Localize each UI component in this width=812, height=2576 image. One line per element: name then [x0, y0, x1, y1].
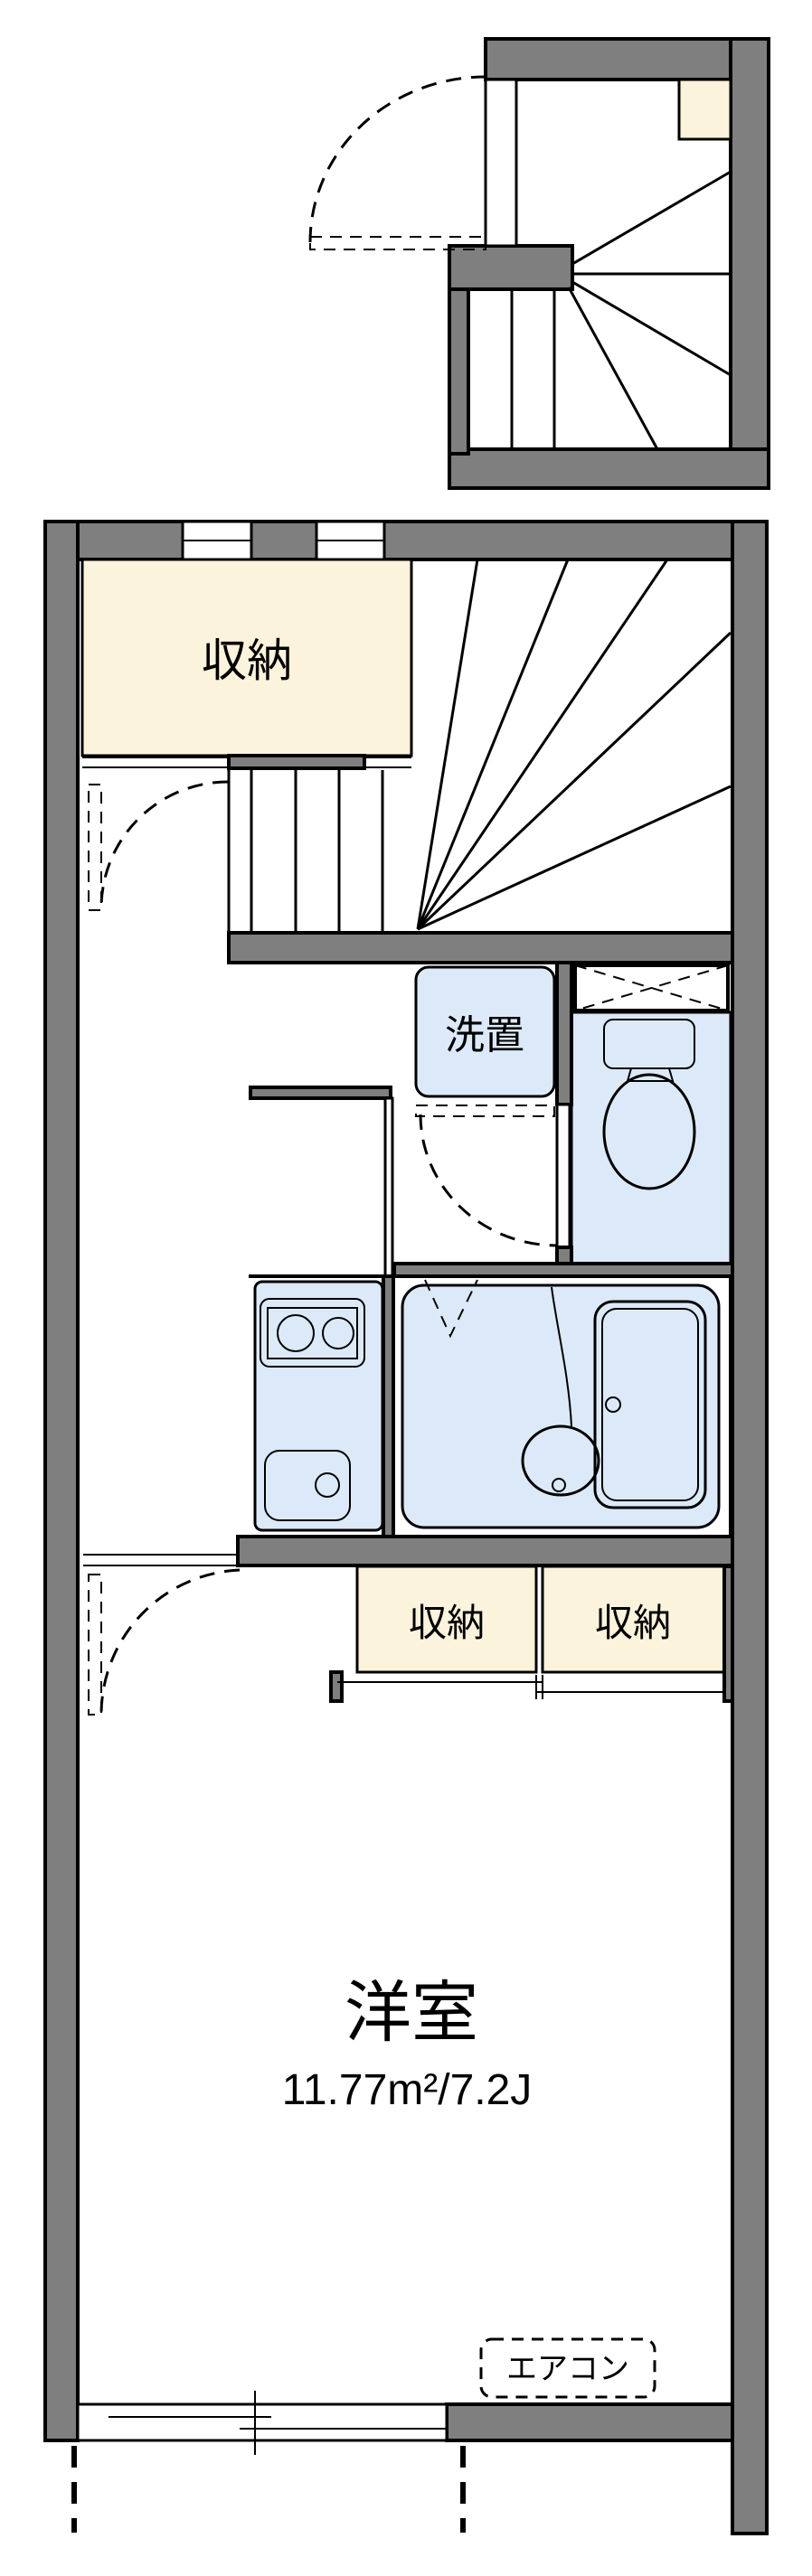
wall-top-main	[43, 520, 769, 561]
closet-sliding-doors	[329, 1565, 734, 1703]
washroom-door	[415, 1105, 558, 1247]
toilet-icon	[602, 1019, 696, 1190]
bathroom	[236, 1262, 734, 1567]
wall-below-stairs	[227, 931, 734, 964]
wall-top-upper	[484, 37, 770, 81]
hall-stairs	[227, 559, 734, 964]
entrance-door-swing-arc	[308, 75, 486, 243]
kitchen	[249, 1274, 396, 1538]
aircon-box: エアコン	[479, 2337, 656, 2399]
boundary-dashes	[71, 2446, 466, 2533]
window-top-1	[181, 520, 253, 561]
hall-door-leaf	[88, 784, 102, 911]
main-floor	[43, 520, 769, 2535]
wall-stub-corridor	[249, 1086, 392, 1100]
toilet-door-leaf	[555, 1103, 571, 1249]
stove-icon	[260, 1298, 365, 1368]
washer-space: 洗置	[414, 965, 558, 1247]
closet-right-label: 収納	[595, 1602, 671, 1644]
aircon-outline	[479, 2337, 656, 2399]
entrance-door-open-leaf	[309, 236, 486, 250]
window-bottom-sliding	[76, 2391, 448, 2455]
closet-left	[355, 1565, 538, 1674]
wall-stub-below-storage	[227, 754, 366, 770]
room-area-label: 11.77m²/7.2J	[282, 2066, 533, 2114]
toilet-wall-upper	[555, 961, 573, 1106]
washer-pan	[414, 965, 556, 1098]
hall-door-swing-arc	[99, 780, 229, 909]
bathtub-icon	[593, 1300, 707, 1509]
entrance-door-leaf	[484, 78, 518, 248]
toilet-floor	[570, 1011, 732, 1272]
wall-edge-washroom	[383, 1096, 394, 1278]
upper-stairs	[510, 170, 732, 450]
wall-bottom-upper	[448, 447, 770, 490]
bathroom-floor	[401, 1283, 721, 1529]
wall-below-kitchen-bath	[236, 1535, 734, 1567]
wall-right-upper	[729, 37, 770, 490]
fold-door-icon	[424, 1279, 478, 1339]
wall-landing-upper	[448, 244, 574, 291]
room-door	[88, 1568, 241, 1716]
hall-door	[88, 780, 229, 911]
closet-left-label: 収納	[409, 1602, 485, 1644]
closet-right	[541, 1565, 726, 1674]
window-top-2	[315, 520, 386, 561]
bath-divider	[551, 1286, 572, 1427]
washer-label: 洗置	[445, 1013, 524, 1058]
washroom-door-swing-arc	[419, 1114, 558, 1247]
shoe-cabinet	[677, 78, 732, 141]
wall-above-bathroom	[392, 1262, 734, 1278]
closets: 収納 収納	[329, 1565, 734, 1703]
storage-room-fill	[80, 558, 413, 757]
wall-right-main	[731, 520, 769, 2535]
toilet-room	[555, 961, 732, 1272]
room-name-label: 洋室	[345, 1975, 478, 2050]
wall-bottom-main	[445, 2402, 734, 2442]
corridor	[88, 780, 394, 1278]
western-room: 洋室 11.77m²/7.2J エアコン	[83, 1554, 656, 2399]
washroom-door-open-leaf	[415, 1105, 555, 1117]
entrance-door	[308, 75, 518, 250]
upper-stair-hall	[308, 37, 770, 490]
room-door-leaf	[88, 1574, 102, 1716]
sink-icon	[264, 1450, 351, 1521]
storage-room-label: 収納	[202, 635, 292, 686]
storage-room-upper: 収納	[80, 558, 413, 770]
washbasin-icon	[521, 1424, 600, 1497]
vent-box	[573, 964, 730, 1012]
aircon-label: エアコン	[506, 2352, 629, 2386]
room-door-swing-arc	[99, 1568, 241, 1716]
wall-left-main	[43, 520, 80, 2442]
